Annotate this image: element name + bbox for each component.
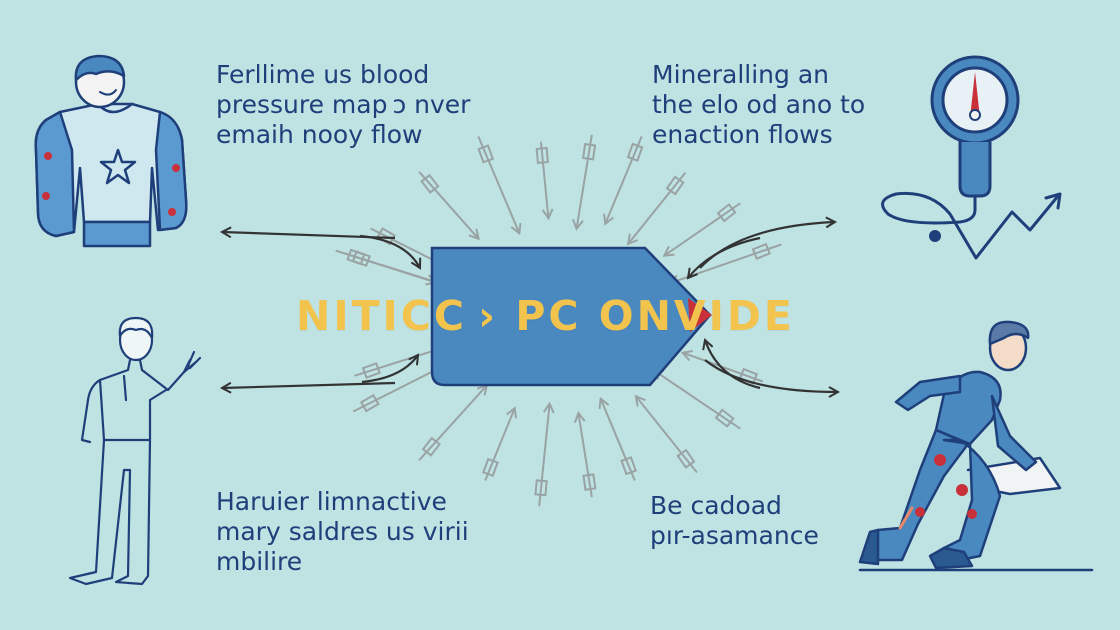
radial-arrow-tick xyxy=(665,175,685,196)
caption-line: Mineralling an xyxy=(652,60,830,89)
radial-arrow-tick xyxy=(482,457,499,477)
person-star-shirt-icon xyxy=(34,54,188,248)
central-node-red-tip xyxy=(688,298,712,332)
radial-arrow xyxy=(418,171,478,239)
caption-top-right: Mineralling an the elo od ano to enactio… xyxy=(652,60,865,150)
radial-arrow-tick xyxy=(716,203,737,223)
caption-line: pır-asamance xyxy=(650,521,819,550)
radial-arrow-tick xyxy=(534,479,548,497)
person-waving-icon xyxy=(68,316,202,586)
radial-arrow-tick xyxy=(714,408,735,428)
radial-arrow-tick xyxy=(535,146,549,164)
radial-arrow xyxy=(601,399,636,481)
caption-line: Ferllime us blood xyxy=(216,60,430,89)
radial-arrow-tick xyxy=(626,142,644,162)
radial-arrow-tick xyxy=(477,144,495,164)
arrow-right-bottom-in xyxy=(705,340,761,390)
caption-bottom-left: Haruier limnactive mary saldres us virii… xyxy=(216,487,469,577)
radial-arrow xyxy=(418,385,487,461)
radial-arrow xyxy=(605,136,643,224)
radial-arrow-tick xyxy=(421,436,442,457)
running-person-icon xyxy=(858,320,1094,572)
radial-arrow xyxy=(578,413,593,498)
pressure-gauge-trend-arrow-icon xyxy=(881,55,1062,260)
connector-arrows xyxy=(222,222,838,392)
radial-arrow xyxy=(335,249,449,286)
radial-arrow-tick xyxy=(582,142,597,161)
arrow-right-top-in xyxy=(688,236,761,278)
radial-arrow xyxy=(654,370,741,430)
caption-line: emaih nooy flow xyxy=(216,120,423,149)
radial-arrow xyxy=(484,408,515,481)
caption-top-left: Ferllime us blood pressure map ɔ nver em… xyxy=(216,60,470,150)
radial-arrow-tick xyxy=(620,456,638,476)
radial-arrow-tick xyxy=(361,362,381,379)
arrow-left-bottom xyxy=(222,383,396,388)
caption-line: mbilire xyxy=(216,547,303,576)
arrow-left-bottom-in xyxy=(361,355,418,384)
central-pointed-node xyxy=(430,246,712,387)
radial-arrow xyxy=(683,353,764,383)
radial-arrow xyxy=(538,404,549,507)
radial-arrow xyxy=(539,141,549,219)
radial-arrow-tick xyxy=(751,242,772,260)
arrow-left-top-in xyxy=(359,234,420,268)
radial-arrow xyxy=(628,172,687,244)
caption-bottom-right: Be cadoad pır-asamance xyxy=(650,491,819,551)
caption-line: mary saldres us virii xyxy=(216,517,469,546)
radial-arrow-tick xyxy=(359,393,380,413)
caption-line: enaction flows xyxy=(652,120,833,149)
radial-arrow-tick xyxy=(676,448,696,469)
caption-line: pressure map ɔ nver xyxy=(216,90,471,119)
caption-line: the elo od ano to xyxy=(652,90,866,119)
radial-arrow xyxy=(636,396,698,474)
arrow-right-bottom xyxy=(704,359,838,392)
radial-arrow-tick xyxy=(420,173,440,194)
radial-arrow xyxy=(664,202,741,255)
arrow-right-top xyxy=(699,222,835,269)
center-label: NITICC › PC ONVIDE xyxy=(296,292,795,340)
caption-line: Haruier limnactive xyxy=(216,487,447,516)
radial-arrow-tick xyxy=(582,473,597,491)
caption-line: Be cadoad xyxy=(650,491,782,520)
radial-arrow xyxy=(577,134,593,229)
radial-arrow-tick xyxy=(346,248,366,266)
radial-arrow xyxy=(477,136,519,234)
radial-arrows-group xyxy=(335,134,782,507)
radial-arrow xyxy=(352,365,445,413)
